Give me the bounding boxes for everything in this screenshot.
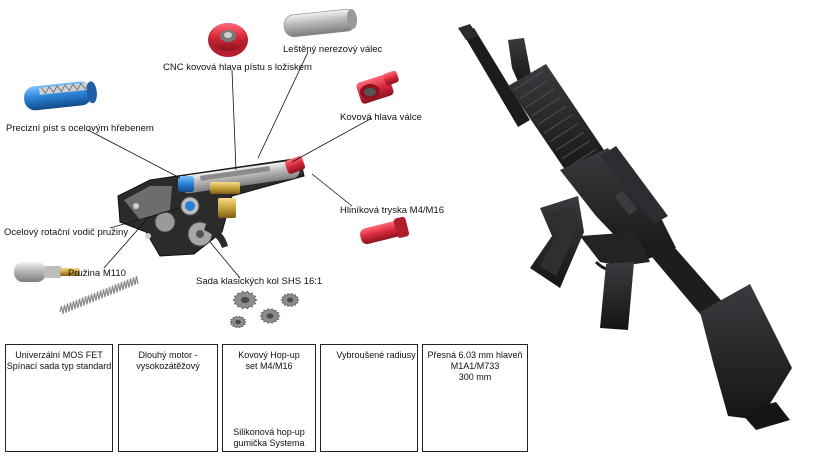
panel-motor-line1: Dlouhý motor - [138,350,198,360]
rail-slot [519,80,549,100]
rail-slot [513,71,543,91]
polished-cylinder-image [283,8,358,38]
rifle-image [458,24,792,430]
rail-slot [537,105,567,125]
gear-hub [240,296,250,304]
piston-image [24,81,97,111]
rail-slot [549,123,579,143]
label-spring-guide: Ocelový rotační vodič pružiny [4,227,129,238]
rail-slot [531,97,561,117]
label-spring: Pružina M110 [68,268,126,279]
rail-slot [561,140,591,160]
panel-barrel-line2: M1A1/M733 [450,361,500,371]
rail-slot [525,88,555,108]
label-polished-cylinder: Leštěný nerezový válec [283,44,383,55]
panel-motor: Dlouhý motor - vysokozátěžový [118,344,218,452]
panel-mosfet-line2: Spínací sada typ standard [6,361,112,371]
label-cnc-piston-head: CNC kovová hlava pístu s ložiskem [163,62,312,73]
panel-barrel-line1: Přesná 6.03 mm hlaveň [427,350,523,360]
gear-hub [266,313,274,319]
panel-hopup-line2: set M4/M16 [245,361,293,371]
label-air-nozzle: Hliníková tryska M4/M16 [340,205,445,216]
gear-set-image [229,290,300,329]
label-gear-set: Sada klasických kol SHS 16:1 [196,276,323,287]
panel-mosfet-line1: Univerzální MOS FET [15,350,103,360]
panel-hopup-line1: Kovový Hop-up [238,350,300,360]
cylinder-head-image [356,70,399,104]
panel-hopup: Kovový Hop-up set M4/M16 Silikonová hop-… [222,344,316,452]
panel-hopup-line4: gumička Systema [233,438,305,448]
gear-hub [286,297,294,303]
panel-radius-line1: Vybroušené radiusy [336,350,416,360]
panel-barrel: Přesná 6.03 mm hlaveň M1A1/M733 300 mm [422,344,528,452]
panel-motor-line2: vysokozátěžový [136,361,200,371]
rail-slot [543,114,573,134]
rail-slot [555,131,585,151]
label-cylinder-head: Kovová hlava válce [340,112,422,123]
leader-lines [87,51,373,279]
panel-barrel-line3: 300 mm [458,372,492,382]
spring-image [59,275,139,315]
piston-head-image [208,23,248,57]
panel-mosfet: Univerzální MOS FET Spínací sada typ sta… [5,344,113,452]
gear-hub [235,319,241,325]
panel-radius: Vybroušené radiusy [320,344,418,452]
air-nozzle-image [360,216,410,245]
gearbox-image [117,156,306,257]
spring-guide-image [14,262,80,282]
label-precision-piston: Precizní píst s ocelovým hřebenem [6,123,154,134]
panel-hopup-line3: Silikonová hop-up [233,427,305,437]
